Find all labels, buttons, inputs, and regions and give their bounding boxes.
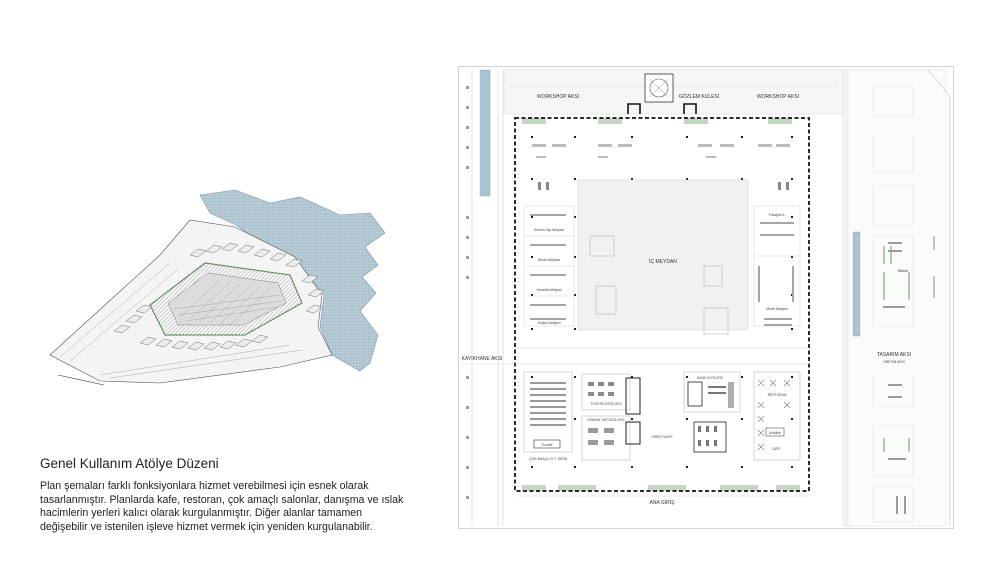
courtyard-area <box>577 179 749 331</box>
painting-workshop-label: Resim Atölyesi <box>538 258 560 262</box>
production-axis-label: ÜRETİM AKSI <box>883 359 905 364</box>
water-channel-left <box>479 69 491 197</box>
multipurpose-hall-label: ÇOK AMAÇLI S.T. GİRİŞ <box>529 456 567 461</box>
section-description: Plan şemaları farklı fonksiyonlara hizme… <box>40 480 404 533</box>
water-channel-right <box>852 231 861 337</box>
green-perimeter <box>149 262 303 336</box>
ceramics-workshop-label: Seramik Atölyesi <box>536 288 561 292</box>
workshop-axis-left-label: WORKSHOP AKSI <box>537 94 579 100</box>
courtyard-label: İÇ MEYDAN <box>649 258 677 265</box>
self-build-workshop-label: KENDİN YAP ATÖLYESİ <box>588 417 625 422</box>
wc-block <box>533 439 561 449</box>
dance-workshop-label: DANS ATÖLYESİ <box>697 375 723 380</box>
photography-workshop-label: Fotoğraf A. <box>769 213 786 217</box>
restaurant-label: RESTORAN <box>768 393 787 397</box>
theatre-workshop-label: TİYATRO ATÖLYESİ <box>590 401 621 406</box>
workshop-axis-right-label: WORKSHOP AKSI <box>757 94 799 100</box>
boathouse-axis-label: KAYIKHANE AKSI <box>462 356 503 362</box>
isometric-site-view <box>49 189 386 386</box>
floor-plan: WORKSHOP AKSI GÖZLEM KULESİ WORKSHOP AKS… <box>458 66 954 529</box>
wc-label: Tuvalet <box>542 443 553 447</box>
section-title: Genel Kullanım Atölye Düzeni <box>40 456 219 471</box>
sculpture-workshop-label: Heykel Atölyesi <box>538 321 561 325</box>
main-entrance-label: ANA GİRİŞ <box>649 499 675 506</box>
self-build-workshop-small-label: Kendin Yap Atölyesi <box>534 228 564 232</box>
observation-tower-label: GÖZLEM KULESİ <box>679 93 719 100</box>
building-perimeter-wall <box>514 117 810 492</box>
cafe-label: CAFE <box>771 447 781 451</box>
design-axis-label: TASARIM AKSI <box>877 352 911 358</box>
bicycle-label: Bisiklet <box>898 269 909 273</box>
music-workshop-label: Müzik Atölyesi <box>766 307 788 311</box>
mobility-label: Mobilite <box>769 431 781 435</box>
entrance-foyer-label: GİRİŞ FUAYE <box>651 434 673 439</box>
